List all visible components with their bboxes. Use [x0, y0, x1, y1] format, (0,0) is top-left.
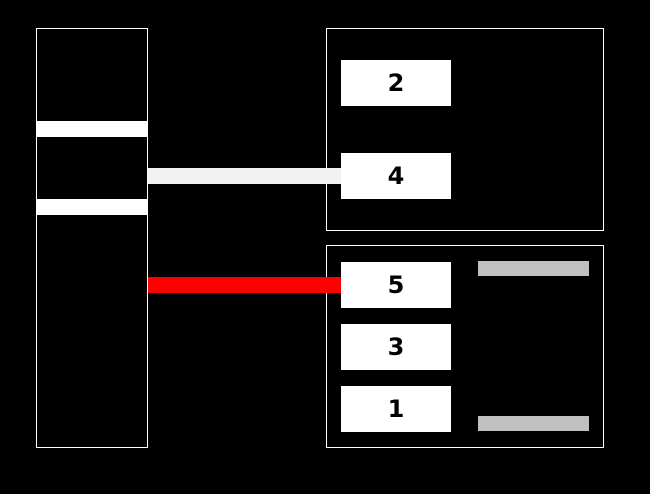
- left-column-frame: [36, 28, 148, 448]
- indicator-bar-bottom: [478, 416, 589, 431]
- left-column-slot: [37, 121, 147, 137]
- number-box-1: 1: [341, 386, 451, 432]
- connector-to-box-5: [148, 277, 341, 293]
- number-box-4: 4: [341, 153, 451, 199]
- top-panel-frame: [326, 28, 604, 231]
- indicator-bar-top: [478, 261, 589, 276]
- connector-to-box-4: [148, 168, 341, 184]
- left-column-slot: [37, 199, 147, 215]
- number-box-5: 5: [341, 262, 451, 308]
- number-box-3: 3: [341, 324, 451, 370]
- number-box-2: 2: [341, 60, 451, 106]
